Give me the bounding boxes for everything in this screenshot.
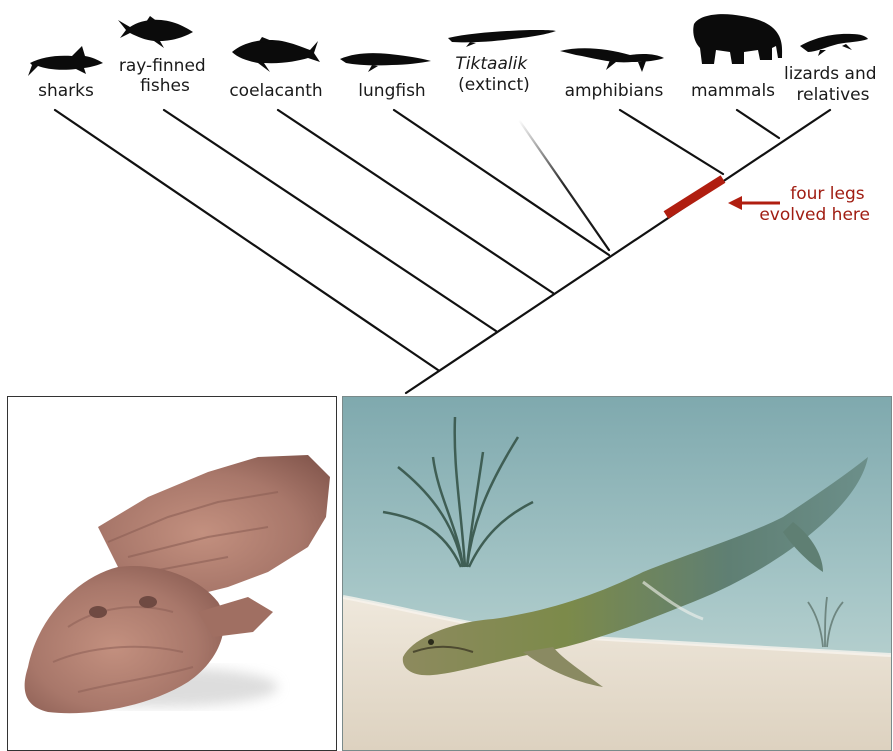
fossil-photo-panel [7,396,337,751]
taxon-label-lizards-and-relatives: lizards and relatives [784,64,882,105]
lungfish-icon [340,53,431,72]
branch-mammals [737,110,779,138]
taxon-label-mammals: mammals [691,81,775,101]
tuna-fish-icon [118,16,193,48]
elephant-icon [693,14,782,64]
shark-icon [28,46,103,76]
tiktaalik-icon [448,30,556,47]
four-legs-marker [666,179,723,215]
tree-trunk [406,110,830,393]
taxon-label-sharks: sharks [38,81,94,101]
coelacanth-icon [232,37,320,72]
reconstruction-illustration-panel [342,396,892,751]
branch-coelacanth [278,110,553,293]
tiktaalik-reconstruction-illustration [343,397,891,750]
branch-sharks [55,110,438,370]
taxon-label-amphibians: amphibians [565,81,664,101]
taxon-label-tiktaalik: Tiktaalik (extinct) [455,54,532,95]
branch-lungfish [394,110,609,255]
taxon-label-coelacanth: coelacanth [229,81,322,101]
branch-amphibians [620,110,723,174]
salamander-icon [560,48,664,72]
taxon-labels: sharks ray-finned fishes coelacanth lung… [38,54,882,105]
phylogenetic-tree [55,110,830,393]
taxon-label-ray-finned-fishes: ray-finned fishes [119,56,211,96]
branch-tiktaalik [519,120,609,250]
taxon-label-lungfish: lungfish [358,81,425,101]
four-legs-annotation: four legs evolved here [759,184,870,225]
lizard-icon [800,34,868,56]
tiktaalik-fossil-photo [8,397,336,750]
